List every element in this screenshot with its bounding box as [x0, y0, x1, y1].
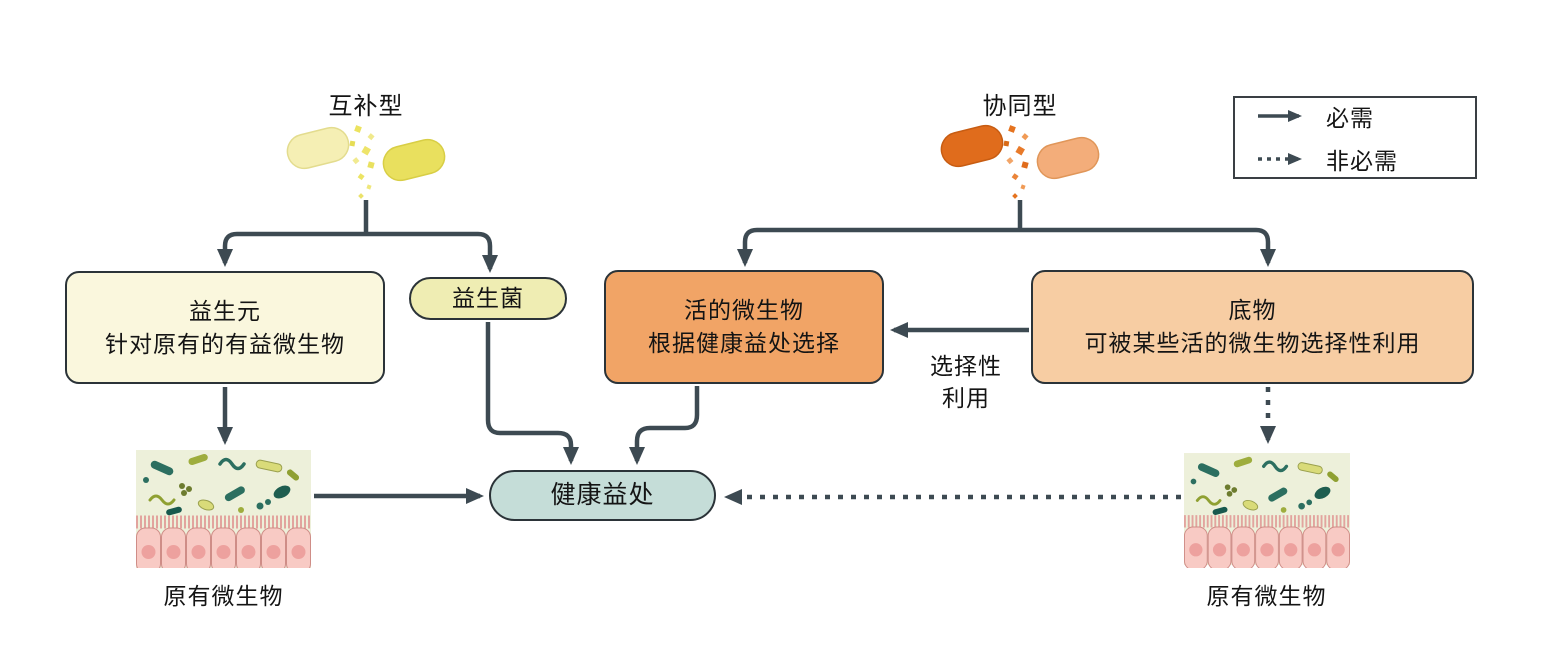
synergistic-title: 协同型 — [982, 93, 1058, 120]
comp-branch-left-arrow — [217, 231, 366, 267]
microbiota-illustration-left — [136, 450, 311, 573]
syn-branch-right-arrow — [1020, 227, 1276, 267]
probiotic-label: 益生菌 — [452, 285, 524, 311]
dashed-arrow-icon — [1258, 153, 1302, 165]
prebiotic-line2: 针对原有的有益微生物 — [105, 330, 345, 357]
capsule-left-half — [286, 126, 350, 170]
probiotic-box: 益生菌 — [409, 277, 567, 320]
selective-utilization-label: 选择性 利用 — [916, 350, 1016, 414]
solid-arrow-icon — [1258, 110, 1302, 122]
complementary-capsule-icon — [286, 125, 446, 199]
legend-optional-label: 非必需 — [1326, 148, 1398, 174]
selective-utilization-line1: 选择性 — [930, 353, 1002, 379]
microbiota-label-right: 原有微生物 — [1206, 583, 1327, 609]
microbiota-illustration-right — [1184, 453, 1350, 570]
prebiotic-line1: 益生元 — [189, 297, 261, 324]
selective-utilization-line2: 利用 — [942, 385, 990, 411]
microbiota-label-left: 原有微生物 — [163, 583, 284, 609]
legend-required-row: 必需 — [1255, 99, 1475, 133]
legend-optional-row: 非必需 — [1255, 142, 1475, 176]
live-microbes-line2: 根据健康益处选择 — [648, 330, 840, 356]
health-benefit-box: 健康益处 — [489, 470, 716, 521]
capsule-particles — [349, 125, 375, 199]
prebiotic-box: 益生元 针对原有的有益微生物 — [65, 271, 385, 384]
capsule-right-half — [1036, 136, 1100, 180]
comp-branch-right-arrow — [366, 231, 498, 273]
capsule-particles — [1003, 125, 1029, 199]
complementary-title: 互补型 — [328, 93, 404, 120]
live-microbes-to-health-arrow — [629, 386, 700, 465]
capsule-right-half — [382, 138, 446, 182]
syn-branch-left-arrow — [737, 227, 1020, 267]
probiotic-to-health-arrow — [485, 322, 579, 465]
substrate-box: 底物 可被某些活的微生物选择性利用 — [1031, 270, 1474, 384]
live-microbes-box: 活的微生物 根据健康益处选择 — [604, 270, 884, 384]
substrate-line1: 底物 — [1228, 297, 1277, 323]
health-benefit-label: 健康益处 — [550, 481, 655, 509]
legend-required-label: 必需 — [1326, 105, 1374, 131]
synergistic-capsule-icon — [940, 124, 1100, 199]
capsule-left-half — [940, 124, 1004, 168]
live-microbes-line1: 活的微生物 — [684, 297, 804, 323]
substrate-line2: 可被某些活的微生物选择性利用 — [1084, 330, 1421, 356]
legend-box: 必需 非必需 — [1233, 96, 1477, 179]
